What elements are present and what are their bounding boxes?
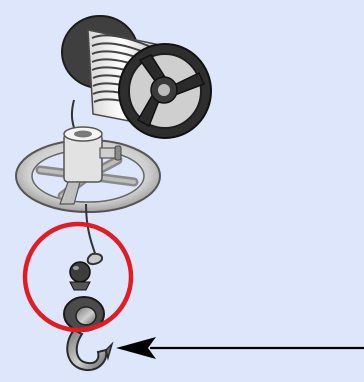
- hook-barb: [106, 344, 112, 358]
- pulley-wheel: [16, 127, 160, 212]
- fishing-hook: [64, 297, 112, 370]
- pulley-screw: [100, 148, 116, 158]
- cable-spool: [62, 16, 211, 138]
- sinker-weight: [70, 262, 90, 290]
- hook-bend: [67, 330, 106, 370]
- line-knot: [88, 254, 102, 264]
- pointer-arrow: [116, 337, 364, 359]
